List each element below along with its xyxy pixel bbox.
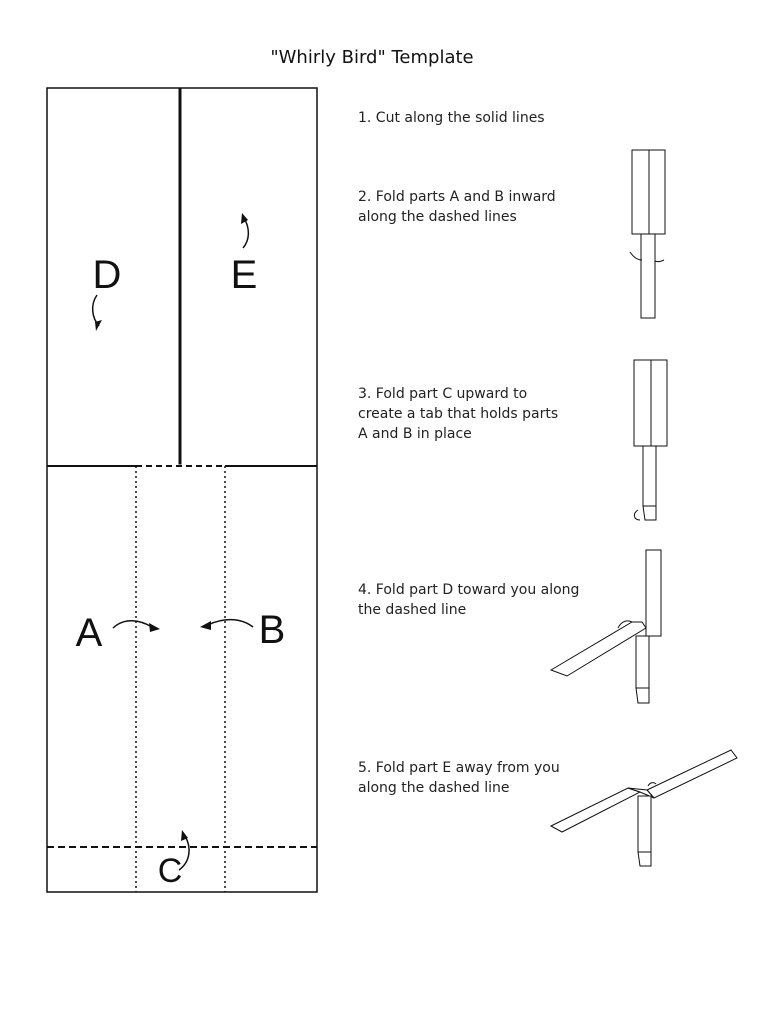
step-4: 4. Fold part D toward you along the dash… <box>358 582 580 618</box>
label-a: A <box>76 611 103 655</box>
illustration-step-2 <box>629 149 666 319</box>
label-d: D <box>93 253 122 297</box>
template-outline <box>46 87 318 893</box>
step-5: 5. Fold part E away from you along the d… <box>358 760 560 796</box>
illustration-step-5 <box>549 749 738 867</box>
page-title: "Whirly Bird" Template <box>270 47 474 68</box>
label-b: B <box>259 608 286 652</box>
arrow-c-icon <box>178 835 190 871</box>
label-e: E <box>231 253 258 297</box>
illustration-step-4 <box>549 549 662 704</box>
arrow-b-icon <box>207 618 254 628</box>
label-c: C <box>158 852 183 890</box>
illustration-step-3 <box>633 359 668 521</box>
step-1: 1. Cut along the solid lines <box>358 110 545 126</box>
step-2: 2. Fold parts A and B inward along the d… <box>358 189 556 225</box>
arrow-a-icon <box>112 620 153 629</box>
step-3: 3. Fold part C upward to create a tab th… <box>358 386 559 442</box>
